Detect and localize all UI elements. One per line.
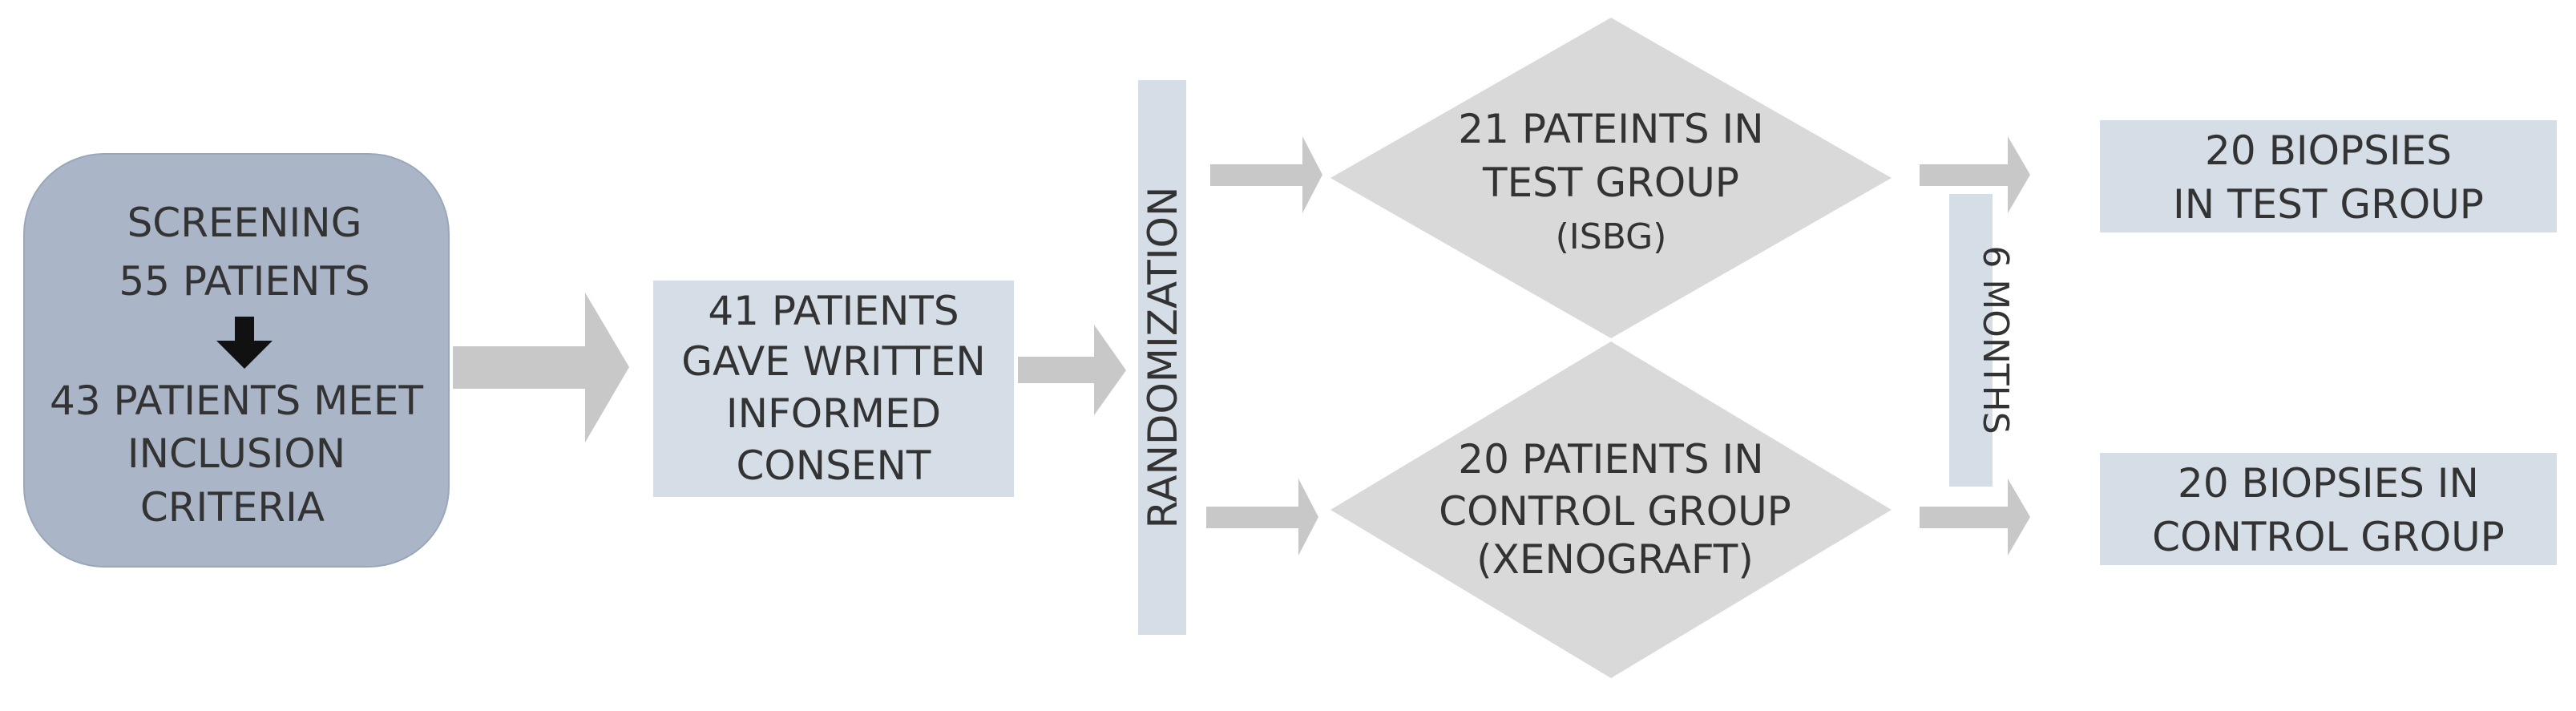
- control-group-label-3: (XENOGRAFT): [1476, 536, 1754, 583]
- screening-label-2: 55 PATIENTS: [119, 258, 369, 305]
- test-biopsies-box: [2100, 120, 2557, 232]
- consent-node: 41 PATIENTS GAVE WRITTEN INFORMED CONSEN…: [653, 281, 1014, 497]
- test-group-label-1: 21 PATEINTS IN: [1458, 106, 1763, 152]
- test-group-diamond: [1330, 18, 1892, 338]
- control-group-label-1: 20 PATIENTS IN: [1458, 436, 1763, 483]
- randomization-label: RANDOMIZATION: [1140, 187, 1186, 529]
- arrow-screening-to-consent: [453, 293, 629, 442]
- test-group-label-2: TEST GROUP: [1482, 160, 1739, 206]
- arrow-consent-to-randomization: [1018, 325, 1126, 415]
- arrow-randomization-to-control: [1206, 479, 1318, 555]
- consent-label-3: INFORMED: [726, 390, 941, 437]
- arrow-control-to-biopsies: [1920, 479, 2030, 555]
- test-biopsies-label-2: IN TEST GROUP: [2173, 181, 2484, 228]
- arrow-randomization-to-test: [1210, 136, 1322, 213]
- months-label: 6 MONTHS: [1975, 245, 2016, 434]
- control-biopsies-label-1: 20 BIOPSIES IN: [2178, 460, 2479, 507]
- arrow-test-to-biopsies: [1920, 136, 2030, 213]
- control-biopsies-node: 20 BIOPSIES IN CONTROL GROUP: [2100, 453, 2557, 565]
- screening-label-4: INCLUSION: [127, 430, 345, 477]
- test-group-label-3: (ISBG): [1556, 216, 1667, 257]
- consent-label-1: 41 PATIENTS: [708, 288, 959, 334]
- screening-label-5: CRITERIA: [140, 484, 325, 531]
- control-biopsies-label-2: CONTROL GROUP: [2152, 514, 2505, 560]
- test-biopsies-node: 20 BIOPSIES IN TEST GROUP: [2100, 120, 2557, 232]
- consent-label-2: GAVE WRITTEN: [681, 338, 986, 385]
- screening-label-1: SCREENING: [127, 200, 362, 246]
- months-bar: [1949, 194, 1993, 487]
- test-group-node: 21 PATEINTS IN TEST GROUP (ISBG): [1330, 18, 1892, 338]
- consent-box: [653, 281, 1014, 497]
- control-group-diamond: [1330, 341, 1892, 678]
- control-group-label-2: CONTROL GROUP: [1439, 488, 1791, 535]
- consent-label-4: CONSENT: [737, 442, 931, 489]
- randomization-bar: [1138, 80, 1186, 635]
- screening-node: SCREENING 55 PATIENTS 43 PATIENTS MEET I…: [23, 153, 450, 568]
- control-group-node: 20 PATIENTS IN CONTROL GROUP (XENOGRAFT): [1330, 341, 1892, 678]
- test-biopsies-label-1: 20 BIOPSIES: [2205, 127, 2452, 174]
- randomization-node: RANDOMIZATION: [1138, 80, 1186, 635]
- down-arrow-icon: [216, 317, 273, 369]
- screening-label-3: 43 PATIENTS MEET: [50, 378, 424, 424]
- months-node: 6 MONTHS: [1949, 194, 2016, 487]
- control-biopsies-box: [2100, 453, 2557, 565]
